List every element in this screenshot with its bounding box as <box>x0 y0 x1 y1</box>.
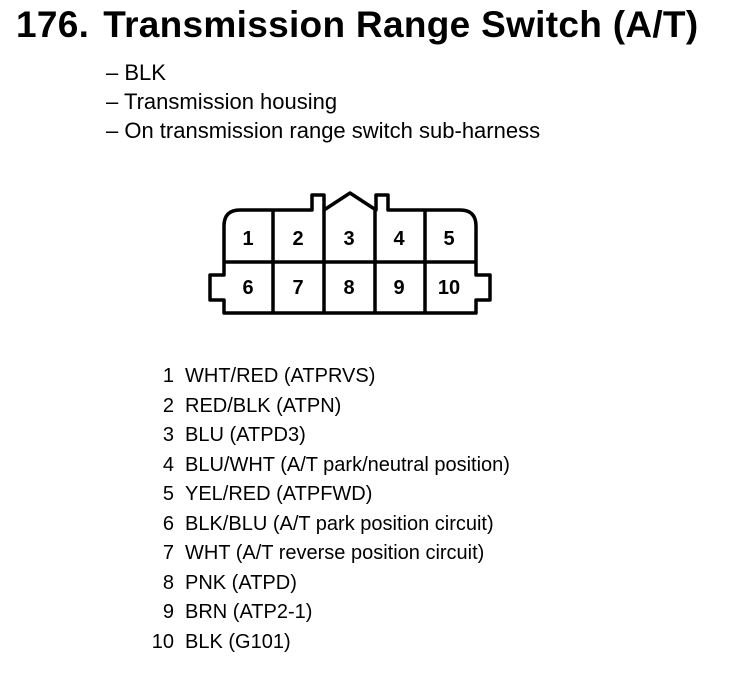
connector-title: Transmission Range Switch (A/T) <box>103 4 699 45</box>
cavity-label: 1 <box>242 228 253 250</box>
cavity-label: 4 <box>393 228 405 250</box>
pin-row: 6 BLK/BLU (A/T park position circuit) <box>146 510 510 540</box>
pin-description: BLU (ATPD3) <box>185 424 306 446</box>
pin-row: 1 WHT/RED (ATPRVS) <box>146 362 510 392</box>
pin-description: WHT (A/T reverse position circuit) <box>185 542 485 564</box>
pin-number: 2 <box>162 394 174 417</box>
cavity-label: 5 <box>443 228 454 250</box>
pin-description: BRN (ATP2-1) <box>185 601 313 623</box>
cavity-label: 3 <box>343 228 354 250</box>
cavity-label: 6 <box>242 277 253 299</box>
pin-description: RED/BLK (ATPN) <box>185 394 342 417</box>
pin-number: 3 <box>162 424 174 446</box>
pin-number: 10 <box>151 630 174 653</box>
pin-description: PNK (ATPD) <box>185 571 297 594</box>
pin-number: 7 <box>162 542 174 564</box>
cavity-label: 9 <box>393 277 404 299</box>
pin-row: 10 BLK (G101) <box>146 628 510 658</box>
pin-description: YEL/RED (ATPFWD) <box>185 483 373 505</box>
pin-row: 2 RED/BLK (ATPN) <box>146 392 510 422</box>
note-harness: – On transmission range switch sub-harne… <box>106 118 541 143</box>
pin-number: 9 <box>162 601 174 623</box>
pin-number: 8 <box>162 571 174 594</box>
pin-description: WHT/RED (ATPRVS) <box>185 365 376 387</box>
pin-row: 7 WHT (A/T reverse position circuit) <box>146 539 510 569</box>
pin-number: 1 <box>162 365 174 387</box>
cavity-label: 8 <box>343 277 354 299</box>
pin-assignment-list: 1 WHT/RED (ATPRVS) 2 RED/BLK (ATPN) 3 BLU (… <box>146 362 510 657</box>
connector-number: 176. <box>16 4 90 45</box>
connector-housing <box>208 191 492 315</box>
pin-number: 4 <box>162 453 174 476</box>
pin-number: 5 <box>162 483 174 505</box>
connector-notes: – BLK – Transmission housing – On transm… <box>106 58 540 145</box>
pin-row: 9 BRN (ATP2-1) <box>146 598 510 628</box>
pin-description: BLU/WHT (A/T park/neutral position) <box>185 453 510 476</box>
cavity-label: 7 <box>292 277 303 299</box>
pin-description: BLK (G101) <box>185 630 291 653</box>
pin-row: 4 BLU/WHT (A/T park/neutral position) <box>146 451 510 481</box>
pin-number: 6 <box>162 512 174 535</box>
cavity-label: 2 <box>292 228 303 250</box>
cavity-label: 10 <box>438 277 460 299</box>
note-color: – BLK <box>106 60 166 85</box>
pin-row: 5 YEL/RED (ATPFWD) <box>146 480 510 510</box>
note-location: – Transmission housing <box>106 89 338 114</box>
page-title: 176. Transmission Range Switch (A/T) <box>16 4 698 46</box>
pin-description: BLK/BLU (A/T park position circuit) <box>185 512 494 535</box>
pin-row: 3 BLU (ATPD3) <box>146 421 510 451</box>
pin-row: 8 PNK (ATPD) <box>146 569 510 599</box>
